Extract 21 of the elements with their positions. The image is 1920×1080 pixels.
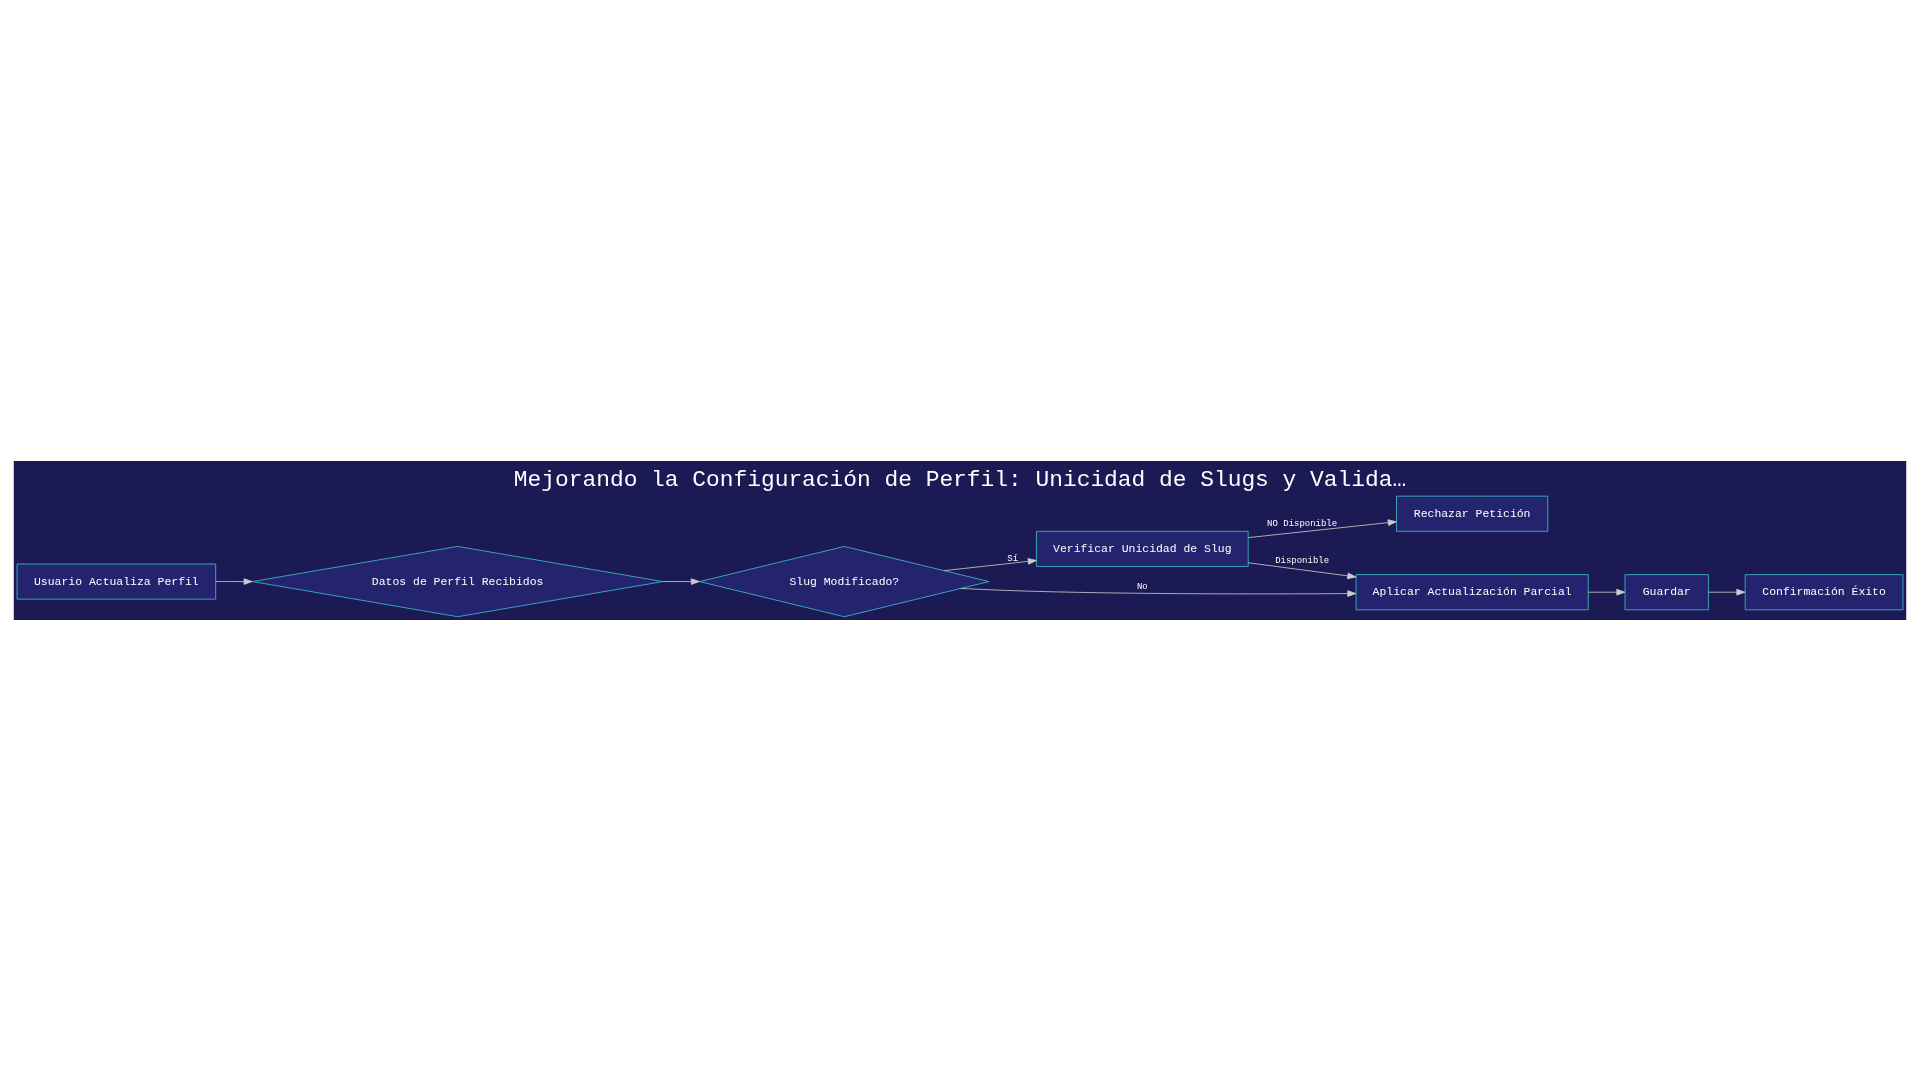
node-box: Aplicar Actualización Parcial [1355, 573, 1589, 610]
arrow [215, 577, 253, 585]
edge-label: Disponible [1275, 555, 1330, 566]
diagram-title: Mejorando la Configuración de Perfil: Unicidad de Slugs y Valida… [513, 466, 1407, 493]
edge-label: No [1136, 581, 1148, 592]
edge-label: Sí [1007, 553, 1019, 564]
arrow [943, 557, 1037, 571]
arrow [1247, 561, 1357, 579]
arrow [960, 587, 1357, 597]
arrow [1247, 518, 1397, 538]
arrow [1587, 588, 1626, 595]
node-box: Confirmación Éxito [1744, 573, 1904, 610]
node-box: Verificar Unicidad de Slug [1036, 530, 1249, 567]
edge-label: NO Disponible [1267, 518, 1338, 529]
node-box: Usuario Actualiza Perfil [16, 563, 217, 600]
node-box: Rechazar Petición [1396, 495, 1549, 532]
node-box: Guardar [1624, 573, 1709, 610]
node-diamond: Slug Modificado? [699, 545, 990, 617]
arrow [1708, 588, 1746, 595]
node-diamond: Datos de Perfil Recibidos [252, 545, 664, 617]
arrow [662, 577, 700, 585]
